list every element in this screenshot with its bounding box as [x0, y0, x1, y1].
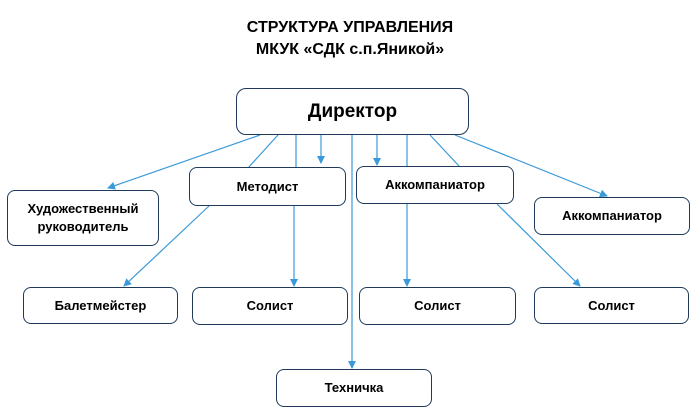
node-accompanist-1: Аккомпаниатор — [356, 166, 514, 204]
arrow-director-to-art-director — [107, 134, 261, 190]
arrow-methodist-to-ballet-master — [123, 205, 210, 287]
node-cleaner: Техничка — [276, 369, 432, 407]
node-methodist: Методист — [189, 167, 346, 206]
line-director-to-methodist-a — [247, 134, 279, 169]
node-soloist-2: Солист — [359, 287, 516, 325]
chart-title-line-2: МКУК «СДК с.п.Яникой» — [255, 41, 445, 58]
node-soloist-1: Солист — [192, 287, 348, 325]
line-director-to-accompanist-1-b — [429, 134, 460, 167]
node-director: Директор — [236, 88, 469, 135]
arrow-accompanist-1-to-soloist-3 — [496, 203, 581, 287]
node-ballet-master: Балетмейстер — [23, 287, 178, 324]
node-art-director: Художественный руководитель — [7, 190, 159, 246]
chart-title-line-1: СТРУКТУРА УПРАВЛЕНИЯ — [246, 19, 454, 36]
node-soloist-3: Солист — [534, 287, 689, 324]
arrow-director-to-accompanist-2 — [454, 134, 608, 198]
node-accompanist-2: Аккомпаниатор — [534, 197, 690, 235]
